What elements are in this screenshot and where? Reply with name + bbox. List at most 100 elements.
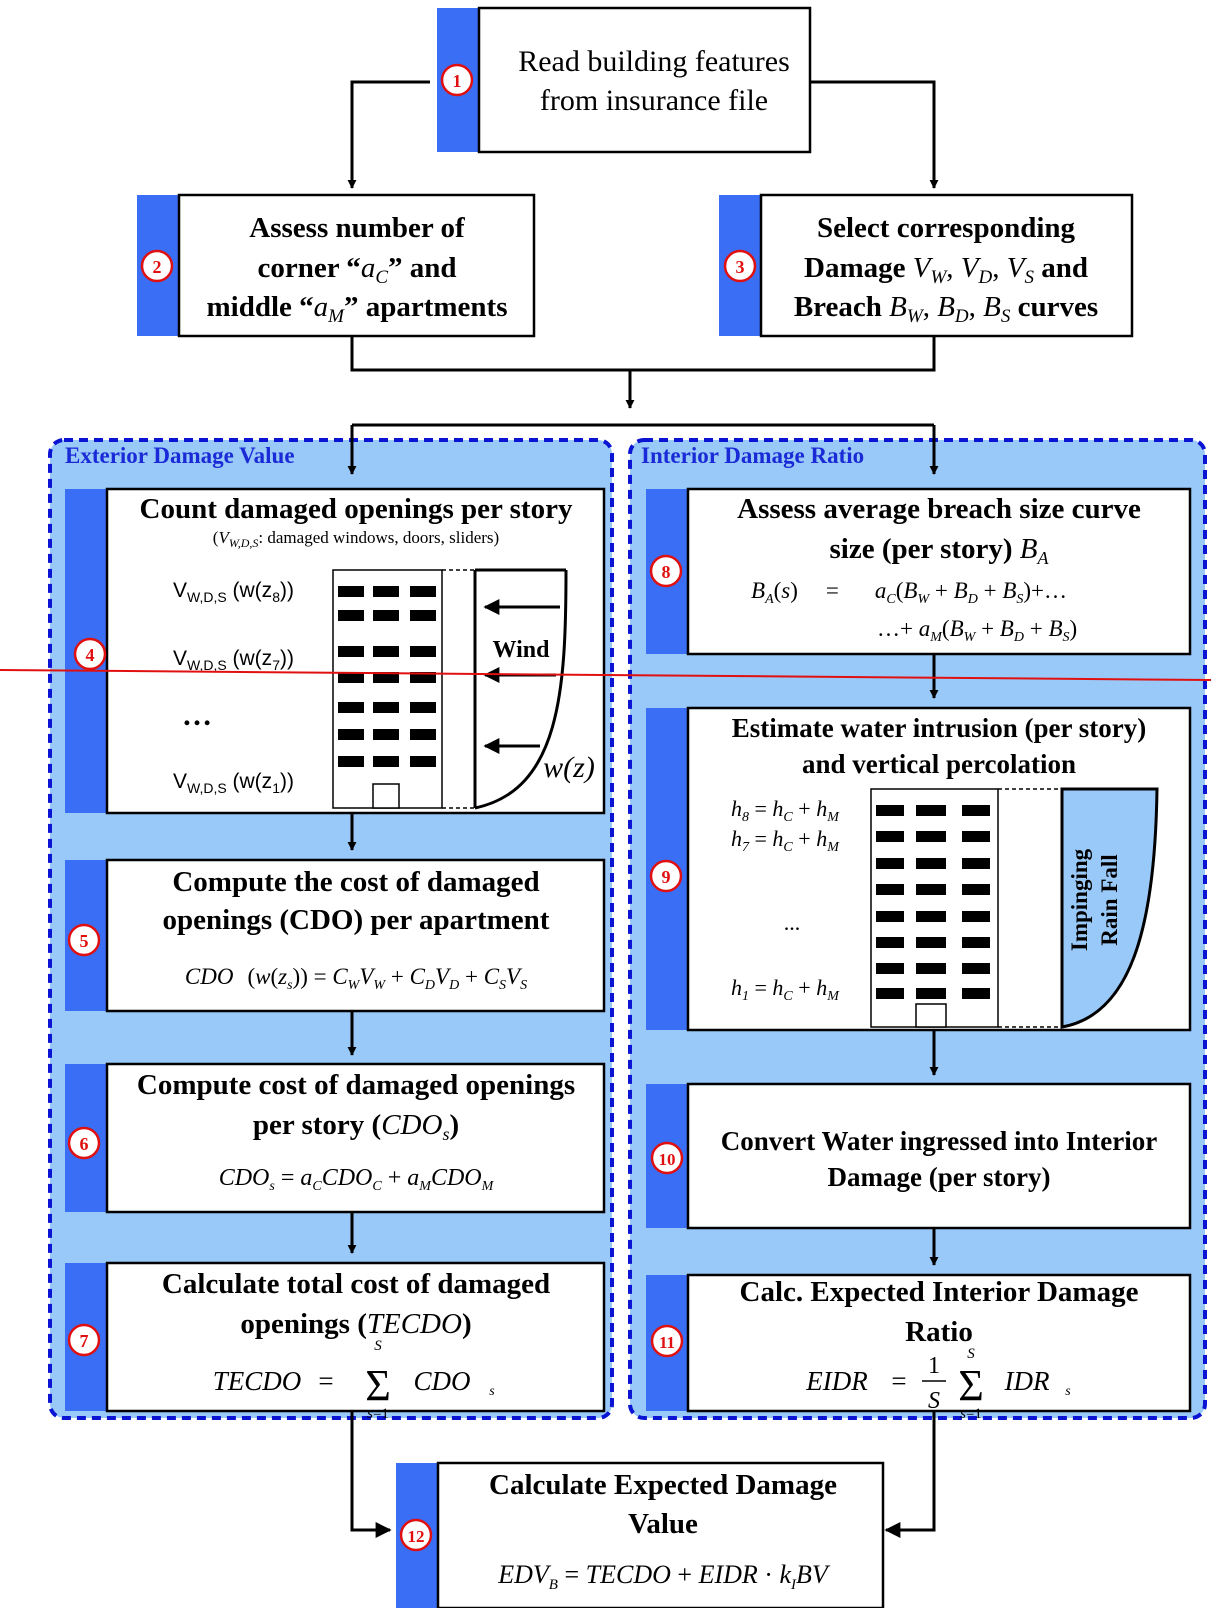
step-box [477, 6, 812, 154]
svg-text:Σ: Σ [365, 1361, 391, 1410]
step-3-line-3: Breach BW, BD, BS curves [794, 291, 1098, 327]
merge-line [350, 336, 936, 372]
svg-text:IDR: IDR [1004, 1366, 1050, 1396]
step-8-line-2: size (per story) BA [829, 533, 1049, 568]
rain-label: Impinging [1067, 848, 1092, 951]
svg-text:S: S [967, 1346, 975, 1362]
step-12-formula: EDVB = TECDO + EIDR · kIBV [497, 1560, 831, 1593]
step-badge [67, 1126, 101, 1160]
step-9-line-2: and vertical percolation [802, 749, 1076, 779]
step-7-line-1: Calculate total cost of damaged [162, 1268, 550, 1300]
step-11: Calc. Expected Interior Damage Ratio EID… [646, 1273, 1192, 1422]
window-grid [876, 805, 990, 999]
step-badge-number: 12 [408, 1527, 425, 1546]
rain-profile: Impinging Rain Fall [1060, 787, 1159, 1029]
step-badge-number: 5 [80, 931, 89, 951]
step-6: Compute cost of damaged openings per sto… [65, 1062, 606, 1214]
step-10-line-2: Damage (per story) [828, 1162, 1051, 1192]
step-12: Calculate Expected Damage Value EDVB = T… [396, 1461, 885, 1610]
step-badge-number: 4 [86, 645, 95, 665]
step-badge-number: 6 [80, 1134, 89, 1154]
step-5-line-2: openings (CDO) per apartment [163, 904, 550, 936]
step-box [686, 1273, 1192, 1413]
building-section [870, 788, 1062, 1028]
step-1: Read building features from insurance fi… [437, 6, 812, 154]
step-box [686, 487, 1192, 656]
step-box [686, 1082, 1192, 1230]
step-3-line-1: Select corresponding [817, 212, 1076, 244]
step-badge-number: 7 [80, 1331, 89, 1351]
svg-text:TECDO: TECDO [213, 1366, 302, 1396]
step-4-title: Count damaged openings per story [140, 493, 573, 525]
step-8: Assess average breach size curve size (p… [646, 487, 1192, 656]
step-badge [140, 249, 174, 283]
step-11-line-2: Ratio [905, 1316, 973, 1348]
step-3: Select corresponding Damage VW, VD, VS a… [719, 193, 1134, 338]
step-badge [650, 1324, 684, 1358]
step-7-formula: TECDO = S Σ s=1 CDO s [213, 1338, 496, 1422]
svg-text:CDO: CDO [413, 1366, 470, 1396]
step-3-line-2: Damage VW, VD, VS and [804, 252, 1088, 288]
step-badge [649, 554, 683, 588]
rain-label: Rain Fall [1097, 854, 1122, 945]
arrow-1-to-3 [810, 80, 939, 189]
connectors [347, 80, 939, 1538]
svg-text:=: = [318, 1366, 333, 1396]
wind-profile: Wind w(z) [473, 568, 595, 810]
svg-text:1: 1 [928, 1353, 940, 1379]
step-badge-number: 1 [453, 71, 462, 91]
step-5-line-1: Compute the cost of damaged [172, 866, 539, 898]
step-badge [650, 1141, 684, 1175]
step-1-line-1: Read building features [518, 45, 790, 78]
step-badge [67, 923, 101, 957]
exterior-panel-title: Exterior Damage Value [65, 443, 295, 468]
step-5: Compute the cost of damaged openings (CD… [65, 858, 606, 1013]
building-facade [332, 569, 475, 809]
svg-text:S: S [928, 1388, 940, 1414]
step-badge-number: 2 [153, 257, 162, 277]
step-2-line-2: corner “aC” and [257, 252, 456, 288]
step-box [759, 193, 1134, 338]
step-2-line-3: middle “aM” apartments [207, 291, 508, 327]
arrow-7-to-12 [350, 1411, 392, 1538]
svg-text:s=1: s=1 [960, 1406, 982, 1422]
step-11-line-1: Calc. Expected Interior Damage [740, 1276, 1139, 1308]
story-ellipsis: … [182, 699, 212, 732]
step-6-line-2: per story (CDOs) [253, 1109, 459, 1144]
step-box [105, 1261, 606, 1413]
step-1-line-2: from insurance file [540, 84, 768, 117]
step-6-line-1: Compute cost of damaged openings [137, 1069, 575, 1101]
arrow-11-to-12 [884, 1411, 936, 1538]
step-badge-number: 10 [659, 1150, 676, 1169]
arrow-1-to-2 [347, 80, 430, 189]
wind-profile-label: w(z) [543, 751, 595, 784]
step-badge [723, 249, 757, 283]
step-7-line-2: openings (TECDO) [240, 1308, 471, 1340]
step-8-formula-2: …+ aM(BW + BD + BS) [877, 616, 1077, 645]
step-2: Assess number of corner “aC” and middle … [137, 193, 536, 338]
step-badge-number: 9 [662, 867, 671, 887]
step-badge [399, 1518, 433, 1552]
step-badge [440, 63, 474, 97]
step-10: Convert Water ingressed into Interior Da… [646, 1082, 1192, 1230]
svg-text:S: S [374, 1338, 382, 1354]
svg-text:s=1: s=1 [367, 1406, 389, 1422]
window-grid [338, 586, 436, 767]
step-box [105, 1062, 606, 1214]
svg-text:Σ: Σ [958, 1361, 984, 1410]
red-cut-line [0, 669, 1211, 681]
interior-panel-title: Interior Damage Ratio [641, 443, 864, 468]
step-9-line-1: Estimate water intrusion (per story) [732, 713, 1146, 743]
svg-text:=: = [891, 1366, 906, 1396]
step-badge [73, 637, 107, 671]
step-badge [67, 1323, 101, 1357]
height-label: h7 = hC + hM [731, 826, 840, 855]
svg-text:s: s [489, 1384, 495, 1399]
height-label: h1 = hC + hM [731, 975, 840, 1004]
step-8-line-1: Assess average breach size curve [737, 493, 1141, 525]
step-12-line-1: Calculate Expected Damage [489, 1469, 837, 1501]
step-box [105, 858, 606, 1013]
step-badge-number: 3 [736, 257, 745, 277]
